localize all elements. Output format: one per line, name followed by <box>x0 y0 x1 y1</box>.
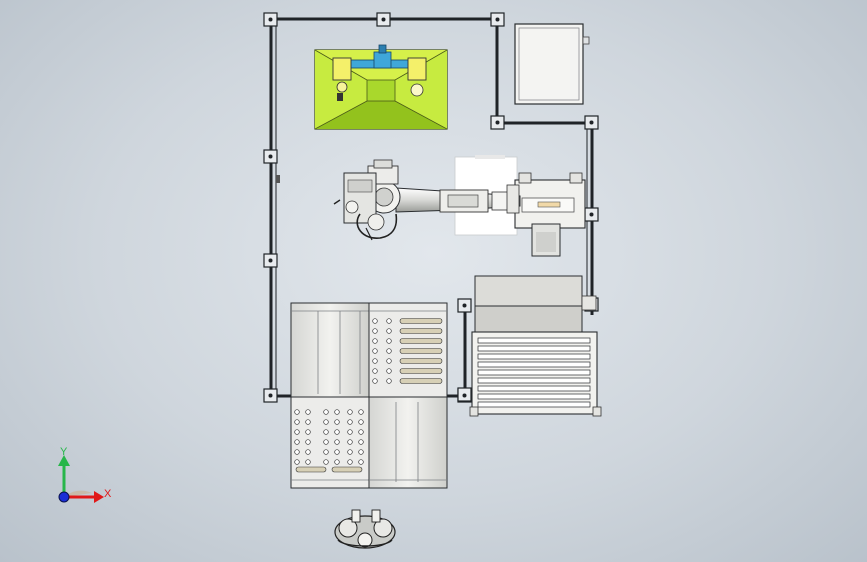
fixture-hole <box>305 459 311 465</box>
robot-arm[interactable] <box>333 159 521 241</box>
fixture-hole <box>358 449 364 455</box>
fixture-hole <box>372 328 378 334</box>
fixture-hole <box>386 368 392 374</box>
coordinate-triad: Y X <box>58 446 112 503</box>
fixture-hole <box>305 409 311 415</box>
slot <box>399 328 443 334</box>
welding-fixture[interactable] <box>314 44 448 130</box>
fixture-hole <box>294 409 300 415</box>
fixture-hole <box>323 439 329 445</box>
fixture-hole <box>334 459 340 465</box>
fixture-hole <box>294 429 300 435</box>
fixture-hole <box>358 459 364 465</box>
fixture-hole <box>334 439 340 445</box>
fixture-hole <box>372 338 378 344</box>
slot <box>399 338 443 344</box>
worktable-lower-left[interactable] <box>290 396 370 489</box>
fixture-hole <box>294 449 300 455</box>
door-handle[interactable] <box>276 175 280 183</box>
fixture-hole <box>358 419 364 425</box>
fixture-hole-grid <box>372 318 443 384</box>
robot-base[interactable] <box>514 172 586 257</box>
slot <box>399 378 443 384</box>
fixture-hole <box>372 348 378 354</box>
fixture-hole <box>386 328 392 334</box>
fixture-hole <box>294 439 300 445</box>
roller-conveyor[interactable] <box>469 275 602 417</box>
slot <box>399 348 443 354</box>
slot <box>399 368 443 374</box>
roller <box>477 345 591 352</box>
fixture-hole <box>372 378 378 384</box>
roller <box>477 401 591 408</box>
fixture-hole <box>305 439 311 445</box>
axis-y-label: Y <box>60 446 68 458</box>
fixture-hole <box>358 429 364 435</box>
fixture-hole <box>305 419 311 425</box>
roller <box>477 353 591 360</box>
fixture-hole <box>386 338 392 344</box>
fixture-hole <box>323 429 329 435</box>
fixture-hole <box>386 348 392 354</box>
fixture-hole <box>334 429 340 435</box>
roller <box>477 337 591 344</box>
fixture-hole-grid <box>294 409 364 473</box>
control-cabinet[interactable] <box>514 23 590 105</box>
fixture-hole <box>386 378 392 384</box>
fixture-hole <box>372 368 378 374</box>
fixture-hole <box>372 358 378 364</box>
fixture-hole <box>347 419 353 425</box>
roller <box>477 361 591 368</box>
fixture-hole <box>334 409 340 415</box>
fixture-hole <box>358 439 364 445</box>
fixture-hole <box>305 429 311 435</box>
roller <box>477 385 591 392</box>
conveyor-rollers <box>477 337 591 408</box>
part-assembly[interactable] <box>334 509 396 549</box>
fixture-hole <box>347 459 353 465</box>
slot <box>331 466 363 473</box>
axis-x-label: X <box>104 488 112 500</box>
fixture-hole <box>386 318 392 324</box>
fixture-hole <box>334 419 340 425</box>
fixture-hole <box>334 449 340 455</box>
slot <box>399 358 443 364</box>
worktable-upper-left[interactable] <box>290 302 370 398</box>
fixture-hole <box>347 429 353 435</box>
roller <box>477 377 591 384</box>
fixture-hole <box>323 409 329 415</box>
slot <box>295 466 327 473</box>
slot <box>399 318 443 324</box>
worktable-lower-right[interactable] <box>368 396 448 489</box>
fixture-hole <box>347 439 353 445</box>
fixture-hole <box>347 449 353 455</box>
fixture-hole <box>323 419 329 425</box>
fixture-hole <box>347 409 353 415</box>
roller <box>477 369 591 376</box>
fixture-hole <box>372 318 378 324</box>
fixture-hole <box>294 419 300 425</box>
fixture-hole <box>386 358 392 364</box>
fixture-hole <box>323 459 329 465</box>
fixture-hole <box>323 449 329 455</box>
fixture-hole <box>305 449 311 455</box>
fixture-hole <box>358 409 364 415</box>
fixture-hole <box>294 459 300 465</box>
roller <box>477 393 591 400</box>
